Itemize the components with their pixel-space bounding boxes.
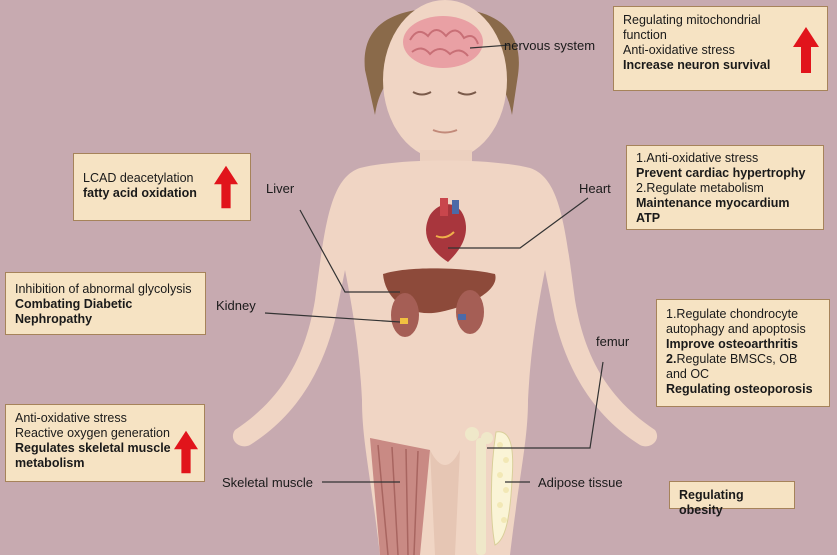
up-arrow-icon — [793, 27, 819, 73]
box-bold-text: Regulates skeletal muscle — [15, 441, 171, 455]
box-text: Inhibition of abnormal glycolysis — [15, 282, 192, 296]
label-liver: Liver — [266, 181, 295, 196]
torso-shape — [232, 160, 658, 555]
box-text: Anti-oxidative stress — [15, 411, 127, 425]
box-bold-text: 2. — [666, 352, 677, 366]
box-text: Regulate BMSCs, OB — [676, 352, 798, 366]
box-bold-text: Increase neuron survival — [623, 58, 771, 72]
up-arrow-icon — [174, 430, 198, 474]
box-bold-text: ATP — [636, 211, 661, 225]
kidney-box: Inhibition of abnormal glycolysis Combat… — [5, 272, 206, 335]
box-text: and OC — [666, 367, 710, 381]
label-adipose-tissue: Adipose tissue — [538, 475, 623, 490]
nervous-system-box: Regulating mitochondrial function Anti-o… — [613, 6, 828, 91]
box-bold-text: metabolism — [15, 456, 85, 470]
box-text: 2.Regulate metabolism — [636, 181, 764, 195]
femur-icon — [465, 427, 493, 555]
label-femur: femur — [596, 334, 630, 349]
left-eye-shape — [412, 91, 432, 96]
box-bold-text: Regulating obesity — [679, 488, 744, 517]
label-skeletal-muscle: Skeletal muscle — [222, 475, 314, 490]
skeletal-muscle-box: Anti-oxidative stress Reactive oxygen ge… — [5, 404, 205, 482]
box-bold-text: Improve osteoarthritis — [666, 337, 798, 351]
box-text: 1.Regulate chondrocyte — [666, 307, 799, 321]
box-bold-text: Maintenance myocardium — [636, 196, 790, 210]
box-text: function — [623, 28, 667, 42]
brain-icon — [403, 16, 483, 68]
liver-box: LCAD deacetylation fatty acid oxidation — [73, 153, 251, 221]
box-text: 1.Anti-oxidative stress — [636, 151, 759, 165]
obesity-box: Regulating obesity — [669, 481, 795, 517]
box-text: Reactive oxygen generation — [15, 426, 170, 440]
adipose-icon — [490, 431, 514, 546]
box-text: Anti-oxidative stress — [623, 43, 735, 57]
box-text: Regulating mitochondrial — [623, 13, 761, 27]
mouth-shape — [432, 129, 458, 134]
bone-box: 1.Regulate chondrocyte autophagy and apo… — [656, 299, 830, 407]
up-arrow-icon — [214, 165, 238, 209]
box-text: autophagy and apoptosis — [666, 322, 806, 336]
label-heart: Heart — [579, 181, 611, 196]
box-text: 2.Regulate BMSCs, OB — [666, 352, 820, 367]
box-bold-text: fatty acid oxidation — [83, 186, 197, 200]
groin-shape — [430, 450, 460, 555]
box-text: LCAD deacetylation — [83, 171, 194, 185]
label-nervous-system: nervous system — [504, 38, 596, 53]
right-eye-shape — [457, 91, 477, 96]
muscle-icon — [370, 438, 430, 555]
box-bold-text: Prevent cardiac hypertrophy — [636, 166, 806, 180]
kidney-icon — [391, 290, 484, 337]
label-kidney: Kidney — [216, 298, 256, 313]
box-bold-text: Nephropathy — [15, 312, 93, 326]
heart-box: 1.Anti-oxidative stress Prevent cardiac … — [626, 145, 824, 230]
box-bold-text: Combating Diabetic — [15, 297, 133, 311]
box-bold-text: Regulating osteoporosis — [666, 382, 813, 396]
leader-lines — [264, 44, 604, 483]
